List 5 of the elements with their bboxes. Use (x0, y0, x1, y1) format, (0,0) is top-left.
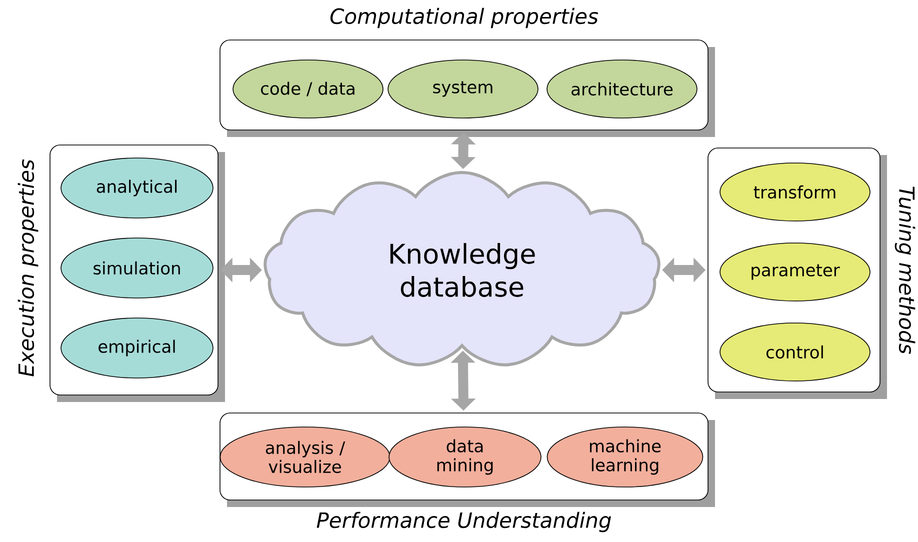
panel-heading: Execution properties (18, 159, 38, 376)
panel-heading: Tuning methods (894, 186, 916, 354)
panel-heading: Computational properties (330, 8, 598, 28)
knowledge-cloud: Knowledge database (264, 171, 660, 366)
panel-heading: Performance Understanding (316, 512, 611, 532)
